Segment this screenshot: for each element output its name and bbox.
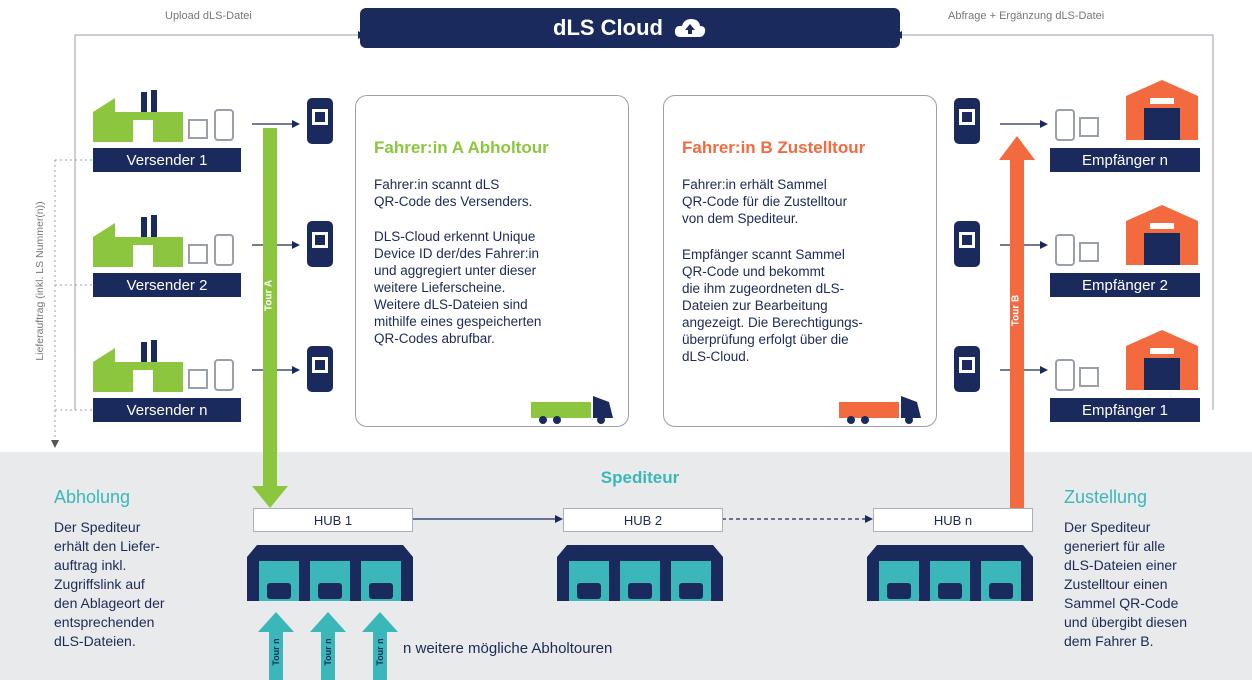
sender-plate-1: Versender 1 <box>93 148 241 172</box>
cloud-title: dLS Cloud <box>553 15 663 40</box>
smartphone-icon <box>307 221 333 267</box>
smartphone-icon <box>307 98 333 144</box>
hub-2: HUB 2 <box>563 508 723 532</box>
hub-n: HUB n <box>873 508 1033 532</box>
depot-icon <box>557 545 723 601</box>
smartphone-icon <box>954 98 980 144</box>
panel-a-title: Fahrer:in A Abholtour <box>374 138 549 157</box>
abholung-title: Abholung <box>54 487 131 507</box>
smartphone-icon <box>954 221 980 267</box>
tour-n-label-2: Tour n <box>323 638 333 666</box>
warehouse-icon <box>1055 330 1198 391</box>
panel-a-text-2: DLS-Cloud erkennt Unique Device ID der/d… <box>374 229 542 346</box>
receiver-plate-1: Empfänger 1 <box>1050 398 1200 422</box>
warehouse-icon <box>1055 80 1198 141</box>
tour-n-arrows <box>258 612 398 680</box>
lieferauftrag-label: Lieferauftrag (inkl. LS Nummer(n)) <box>34 201 46 361</box>
spediteur-title: Spediteur <box>600 468 680 487</box>
cloud-upload-icon <box>674 19 706 37</box>
sender-plate-2: Versender 2 <box>93 273 241 297</box>
tour-a-label: Tour A <box>263 279 275 312</box>
sender-plate-n: Versender n <box>93 398 241 422</box>
receiver-plate-n: Empfänger n <box>1050 148 1200 172</box>
factory-icon <box>93 215 234 267</box>
panel-delivery-tour: Fahrer:in B Zustelltour Fahrer:in erhält… <box>663 95 937 427</box>
depot-icon <box>867 545 1033 601</box>
hub-1: HUB 1 <box>253 508 413 532</box>
smartphone-icon <box>954 346 980 392</box>
panel-b-text-2: Empfänger scannt Sammel QR-Code und beko… <box>682 247 863 364</box>
panel-pickup-tour: Fahrer:in A Abholtour Fahrer:in scannt d… <box>355 95 629 427</box>
factory-icon <box>93 340 234 392</box>
warehouse-icon <box>1055 205 1198 266</box>
factory-icon <box>93 90 234 142</box>
tour-b-label: Tour B <box>1010 294 1022 327</box>
abholung-text: Der Spediteur erhält den Liefer- auftrag… <box>54 519 165 649</box>
zustellung-text: Der Spediteur generiert für alle dLS-Dat… <box>1064 519 1187 649</box>
panel-a-text-1: Fahrer:in scannt dLS QR-Code des Versend… <box>374 177 533 209</box>
truck-icon <box>531 396 613 424</box>
more-tours-label: n weitere mögliche Abholtouren <box>403 640 613 657</box>
upload-label: Upload dLS-Datei <box>165 10 252 22</box>
truck-icon <box>839 396 921 424</box>
dls-cloud-header: dLS Cloud <box>360 8 900 48</box>
zustellung-title: Zustellung <box>1064 487 1148 507</box>
depot-icon <box>247 545 413 601</box>
smartphone-icon <box>307 346 333 392</box>
panel-b-title: Fahrer:in B Zustelltour <box>682 138 866 157</box>
query-label: Abfrage + Ergänzung dLS-Datei <box>948 10 1105 22</box>
panel-b-text-1: Fahrer:in erhält Sammel QR-Code für die … <box>682 177 848 226</box>
tour-n-label-3: Tour n <box>375 638 385 666</box>
receiver-plate-2: Empfänger 2 <box>1050 273 1200 297</box>
tour-n-label-1: Tour n <box>271 638 281 666</box>
